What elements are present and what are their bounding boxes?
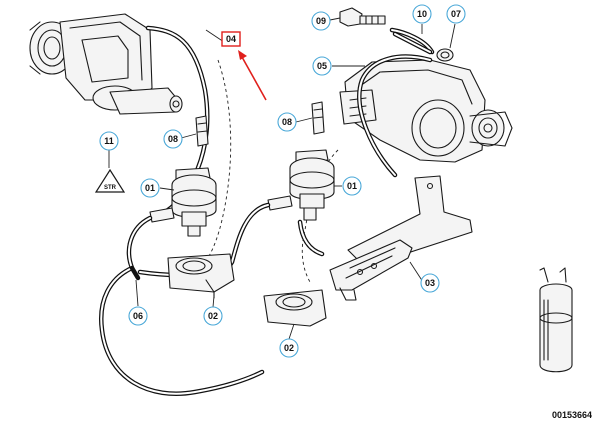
callout-01-right[interactable]: 01 bbox=[342, 176, 362, 196]
callout-label: 02 bbox=[284, 343, 294, 353]
callout-09[interactable]: 09 bbox=[311, 11, 331, 31]
callout-label: 06 bbox=[133, 311, 143, 321]
hose-right-loop[interactable] bbox=[357, 54, 433, 178]
hose-06-short[interactable] bbox=[129, 265, 141, 281]
connector-08-left[interactable] bbox=[195, 115, 209, 147]
clamp-07[interactable] bbox=[436, 48, 454, 62]
callout-label: 08 bbox=[282, 117, 292, 127]
callout-label: 04 bbox=[226, 34, 236, 44]
callout-04-highlighted[interactable]: 04 bbox=[221, 31, 241, 47]
callout-08-right[interactable]: 08 bbox=[277, 112, 297, 132]
hose-10[interactable] bbox=[392, 31, 433, 55]
callout-03[interactable]: 03 bbox=[420, 273, 440, 293]
hose-lower-left-loop[interactable] bbox=[99, 215, 265, 396]
highlight-arrow bbox=[238, 50, 267, 101]
throttle-body-left[interactable] bbox=[29, 13, 183, 115]
callout-label: 05 bbox=[317, 61, 327, 71]
filter-canister[interactable] bbox=[539, 267, 573, 373]
callout-10[interactable]: 10 bbox=[412, 4, 432, 24]
callout-label: 11 bbox=[104, 136, 114, 146]
leader-lines bbox=[108, 17, 456, 340]
diagram-number: 00153664 bbox=[552, 410, 592, 420]
callout-label: 08 bbox=[168, 134, 178, 144]
callout-label: 09 bbox=[316, 16, 326, 26]
grommet-bracket-02-upper[interactable] bbox=[167, 253, 235, 299]
warning-symbol-text: STR bbox=[104, 185, 117, 191]
callout-08-left[interactable]: 08 bbox=[163, 129, 183, 149]
callout-02-lower[interactable]: 02 bbox=[279, 338, 299, 358]
callout-01-left[interactable]: 01 bbox=[140, 178, 160, 198]
callout-label: 02 bbox=[208, 311, 218, 321]
grommet-bracket-02-lower[interactable] bbox=[263, 289, 327, 327]
warning-triangle-icon: STR bbox=[94, 168, 126, 193]
hose-right-down[interactable] bbox=[297, 219, 325, 257]
callout-11[interactable]: 11 bbox=[99, 131, 119, 151]
hose-upper-right[interactable] bbox=[389, 27, 435, 55]
callout-05[interactable]: 05 bbox=[312, 56, 332, 76]
solenoid-valve-01-right[interactable] bbox=[267, 149, 335, 221]
callout-02-upper[interactable]: 02 bbox=[203, 306, 223, 326]
callout-label: 07 bbox=[451, 9, 461, 19]
callout-06[interactable]: 06 bbox=[128, 306, 148, 326]
mounting-bracket-03[interactable] bbox=[329, 175, 473, 301]
callout-label: 10 bbox=[417, 9, 427, 19]
callout-label: 01 bbox=[347, 181, 357, 191]
callout-07[interactable]: 07 bbox=[446, 4, 466, 24]
callout-label: 03 bbox=[425, 278, 435, 288]
connector-08-right[interactable] bbox=[311, 101, 325, 135]
fitting-09[interactable] bbox=[339, 7, 386, 27]
solenoid-valve-01-left[interactable] bbox=[149, 167, 217, 237]
callout-label: 01 bbox=[145, 183, 155, 193]
